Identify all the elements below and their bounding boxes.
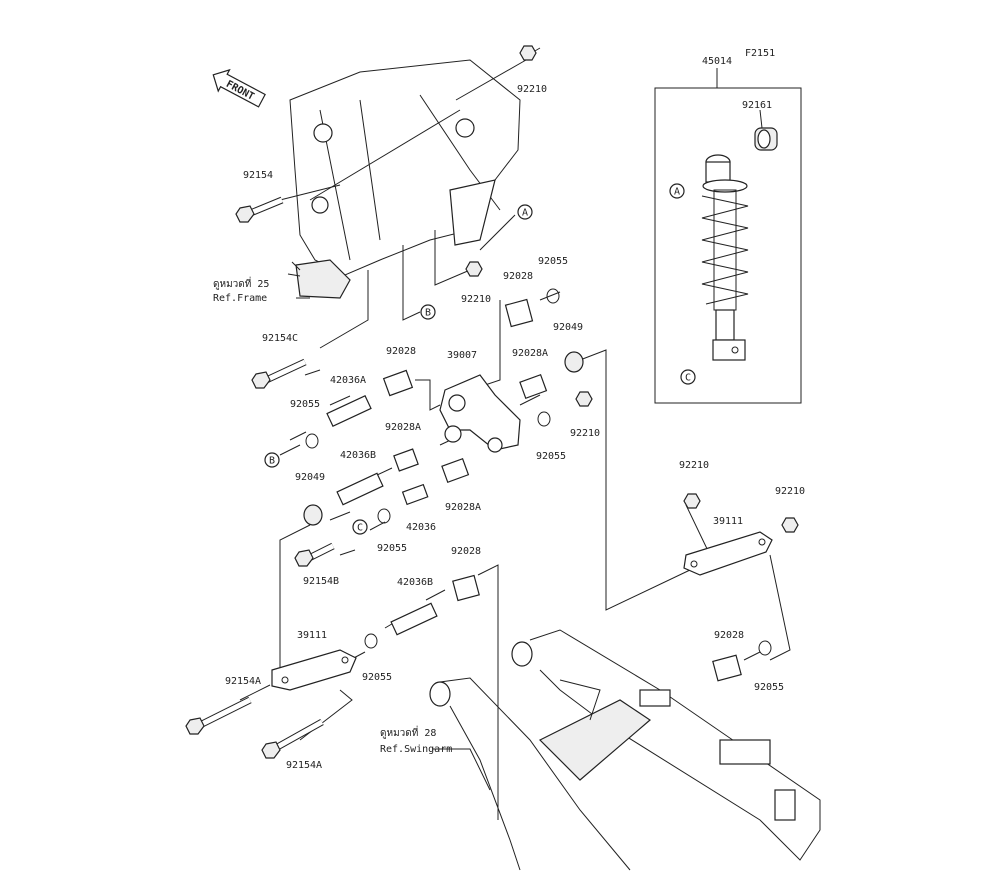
bolt-92154: [235, 196, 284, 223]
nut-icon: [781, 517, 799, 533]
part-number-label[interactable]: 92028A: [512, 348, 548, 359]
marker-letter: A: [674, 187, 680, 198]
part-number-label[interactable]: 92049: [295, 472, 325, 483]
bolt-92154a-2: [261, 718, 324, 759]
part-number-label[interactable]: 92161: [742, 100, 772, 111]
marker-letter: A: [522, 208, 528, 219]
part-number-label[interactable]: 92055: [536, 451, 566, 462]
marker-letter: B: [269, 456, 275, 467]
reference-marker-b: B: [264, 452, 280, 468]
part-number-label[interactable]: 39111: [297, 630, 327, 641]
part-number-label[interactable]: 92210: [461, 294, 491, 305]
part-number-label[interactable]: 42036B: [340, 450, 376, 461]
tie-rod-39111-right: [683, 531, 773, 576]
part-number-label[interactable]: 92028: [503, 271, 533, 282]
part-number-label[interactable]: 42036: [406, 522, 436, 533]
frame-drawing: [287, 59, 521, 299]
part-number-label[interactable]: 92210: [570, 428, 600, 439]
reference-marker-c: C: [680, 369, 696, 385]
bushing-parts: [303, 288, 772, 682]
bolt-92154c: [251, 358, 307, 389]
part-number-label[interactable]: 92055: [362, 672, 392, 683]
part-number-label[interactable]: 92028: [451, 546, 481, 557]
rocker-arm-39007: [439, 374, 521, 453]
part-number-label[interactable]: 92028: [386, 346, 416, 357]
part-number-label[interactable]: 92154C: [262, 333, 298, 344]
part-number-label[interactable]: 92154A: [286, 760, 322, 771]
part-number-label[interactable]: 92055: [377, 543, 407, 554]
reference-marker-c: C: [352, 519, 368, 535]
reference-marker-a: A: [669, 183, 685, 199]
ref-swingarm-thai: ดูหมวดที่ 28: [380, 725, 436, 739]
ref-swingarm-link[interactable]: Ref.Swingarm: [380, 744, 452, 755]
part-number-label[interactable]: 39007: [447, 350, 477, 361]
part-labels: 45014 92161 92210 92154 92210 92055 92028 92049…: [225, 56, 805, 771]
swingarm-drawing: [429, 629, 821, 871]
ref-frame-thai: ดูหมวดที่ 25: [213, 276, 269, 290]
shock-absorber-drawing: [701, 68, 778, 361]
ref-frame-link[interactable]: Ref.Frame: [213, 293, 267, 304]
part-number-label[interactable]: 92154A: [225, 676, 261, 687]
part-number-label[interactable]: 39111: [713, 516, 743, 527]
reference-markers: A B A C B C: [264, 183, 696, 535]
hardware-parts: [185, 45, 799, 759]
part-number-label[interactable]: 92210: [775, 486, 805, 497]
tie-rod-39111-left: [271, 649, 357, 691]
part-number-label[interactable]: 92210: [517, 84, 547, 95]
part-number-label[interactable]: 92028A: [445, 502, 481, 513]
bolt-92154a-1: [185, 696, 252, 735]
part-number-label[interactable]: 42036B: [397, 577, 433, 588]
marker-letter: C: [357, 523, 363, 534]
part-number-label[interactable]: 92028A: [385, 422, 421, 433]
shock-absorber-box: [654, 87, 802, 404]
bolt-92154b: [294, 542, 335, 567]
part-number-label[interactable]: 45014: [702, 56, 732, 67]
nut-icon: [519, 45, 537, 61]
nut-icon: [575, 391, 593, 407]
nut-icon: [683, 493, 701, 509]
reference-marker-b: B: [420, 304, 436, 320]
part-number-label[interactable]: 92154: [243, 170, 273, 181]
part-number-label[interactable]: 92055: [290, 399, 320, 410]
part-number-label[interactable]: 92154B: [303, 576, 339, 587]
part-number-label[interactable]: 92055: [754, 682, 784, 693]
part-number-label[interactable]: 92055: [538, 256, 568, 267]
front-direction-sign: FRONT: [212, 68, 266, 108]
part-number-label[interactable]: 92049: [553, 322, 583, 333]
reference-marker-a: A: [517, 204, 533, 220]
leader-lines: [239, 47, 791, 820]
nut-icon: [465, 261, 483, 277]
marker-letter: B: [425, 308, 431, 319]
part-number-label[interactable]: 42036A: [330, 375, 366, 386]
figure-code: F2151: [745, 48, 775, 59]
part-number-label[interactable]: 92210: [679, 460, 709, 471]
part-number-label[interactable]: 92028: [714, 630, 744, 641]
marker-letter: C: [685, 373, 691, 384]
